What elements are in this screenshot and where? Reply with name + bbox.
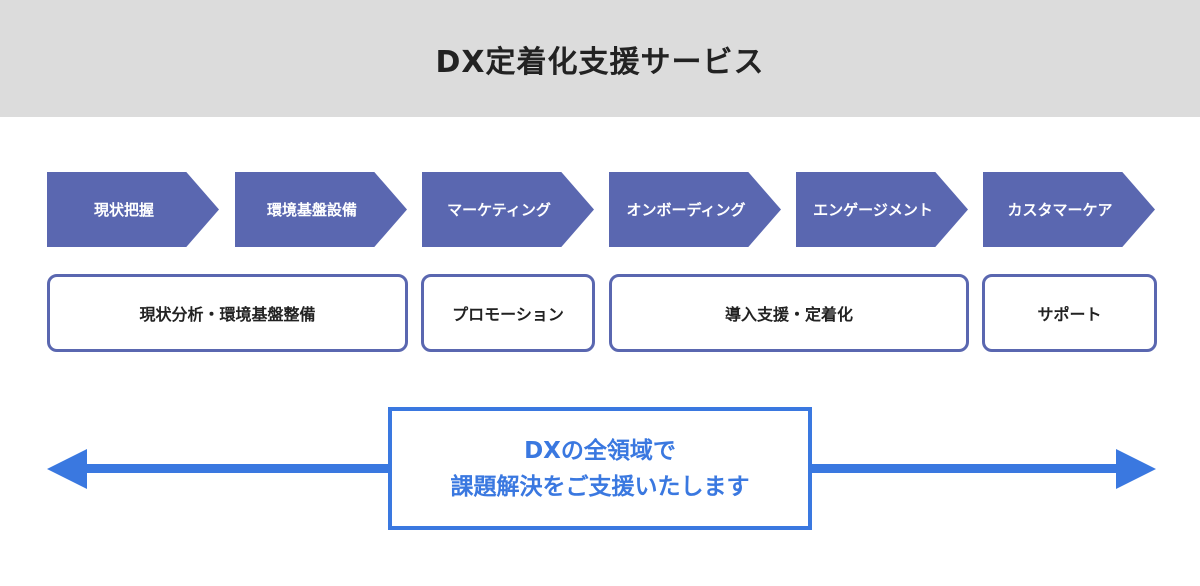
step-arrow: エンゲージメント — [796, 172, 968, 247]
step-arrow: マーケティング — [422, 172, 594, 247]
step-label: オンボーディング — [626, 201, 746, 219]
arrow-left-icon — [47, 449, 87, 489]
step-label: カスタマーケア — [1007, 201, 1113, 219]
step-label: 環境基盤設備 — [266, 201, 357, 219]
phase-label: サポート — [1037, 305, 1102, 324]
phase-label: 導入支援・定着化 — [724, 305, 853, 324]
phase-box: サポート — [982, 274, 1157, 352]
message-line-1: DXの全領域で — [524, 437, 676, 464]
header: DX定着化支援サービス — [0, 0, 1200, 117]
step-arrow: オンボーディング — [609, 172, 781, 247]
message-box: DXの全領域で 課題解決をご支援いたします — [388, 407, 812, 530]
step-arrow: 現状把握 — [47, 172, 219, 247]
phase-label: プロモーション — [452, 305, 564, 324]
phase-box: プロモーション — [421, 274, 595, 352]
step-label: エンゲージメント — [813, 201, 933, 219]
arrow-right-icon — [1116, 449, 1156, 489]
step-label: マーケティング — [447, 201, 551, 219]
step-arrow: カスタマーケア — [983, 172, 1155, 247]
phase-box: 現状分析・環境基盤整備 — [47, 274, 408, 352]
step-label: 現状把握 — [93, 201, 154, 219]
phase-box: 導入支援・定着化 — [609, 274, 969, 352]
step-arrow: 環境基盤設備 — [235, 172, 407, 247]
message-line-2: 課題解決をご支援いたします — [450, 473, 750, 500]
page-title: DX定着化支援サービス — [435, 44, 765, 80]
phase-label: 現状分析・環境基盤整備 — [139, 305, 316, 324]
